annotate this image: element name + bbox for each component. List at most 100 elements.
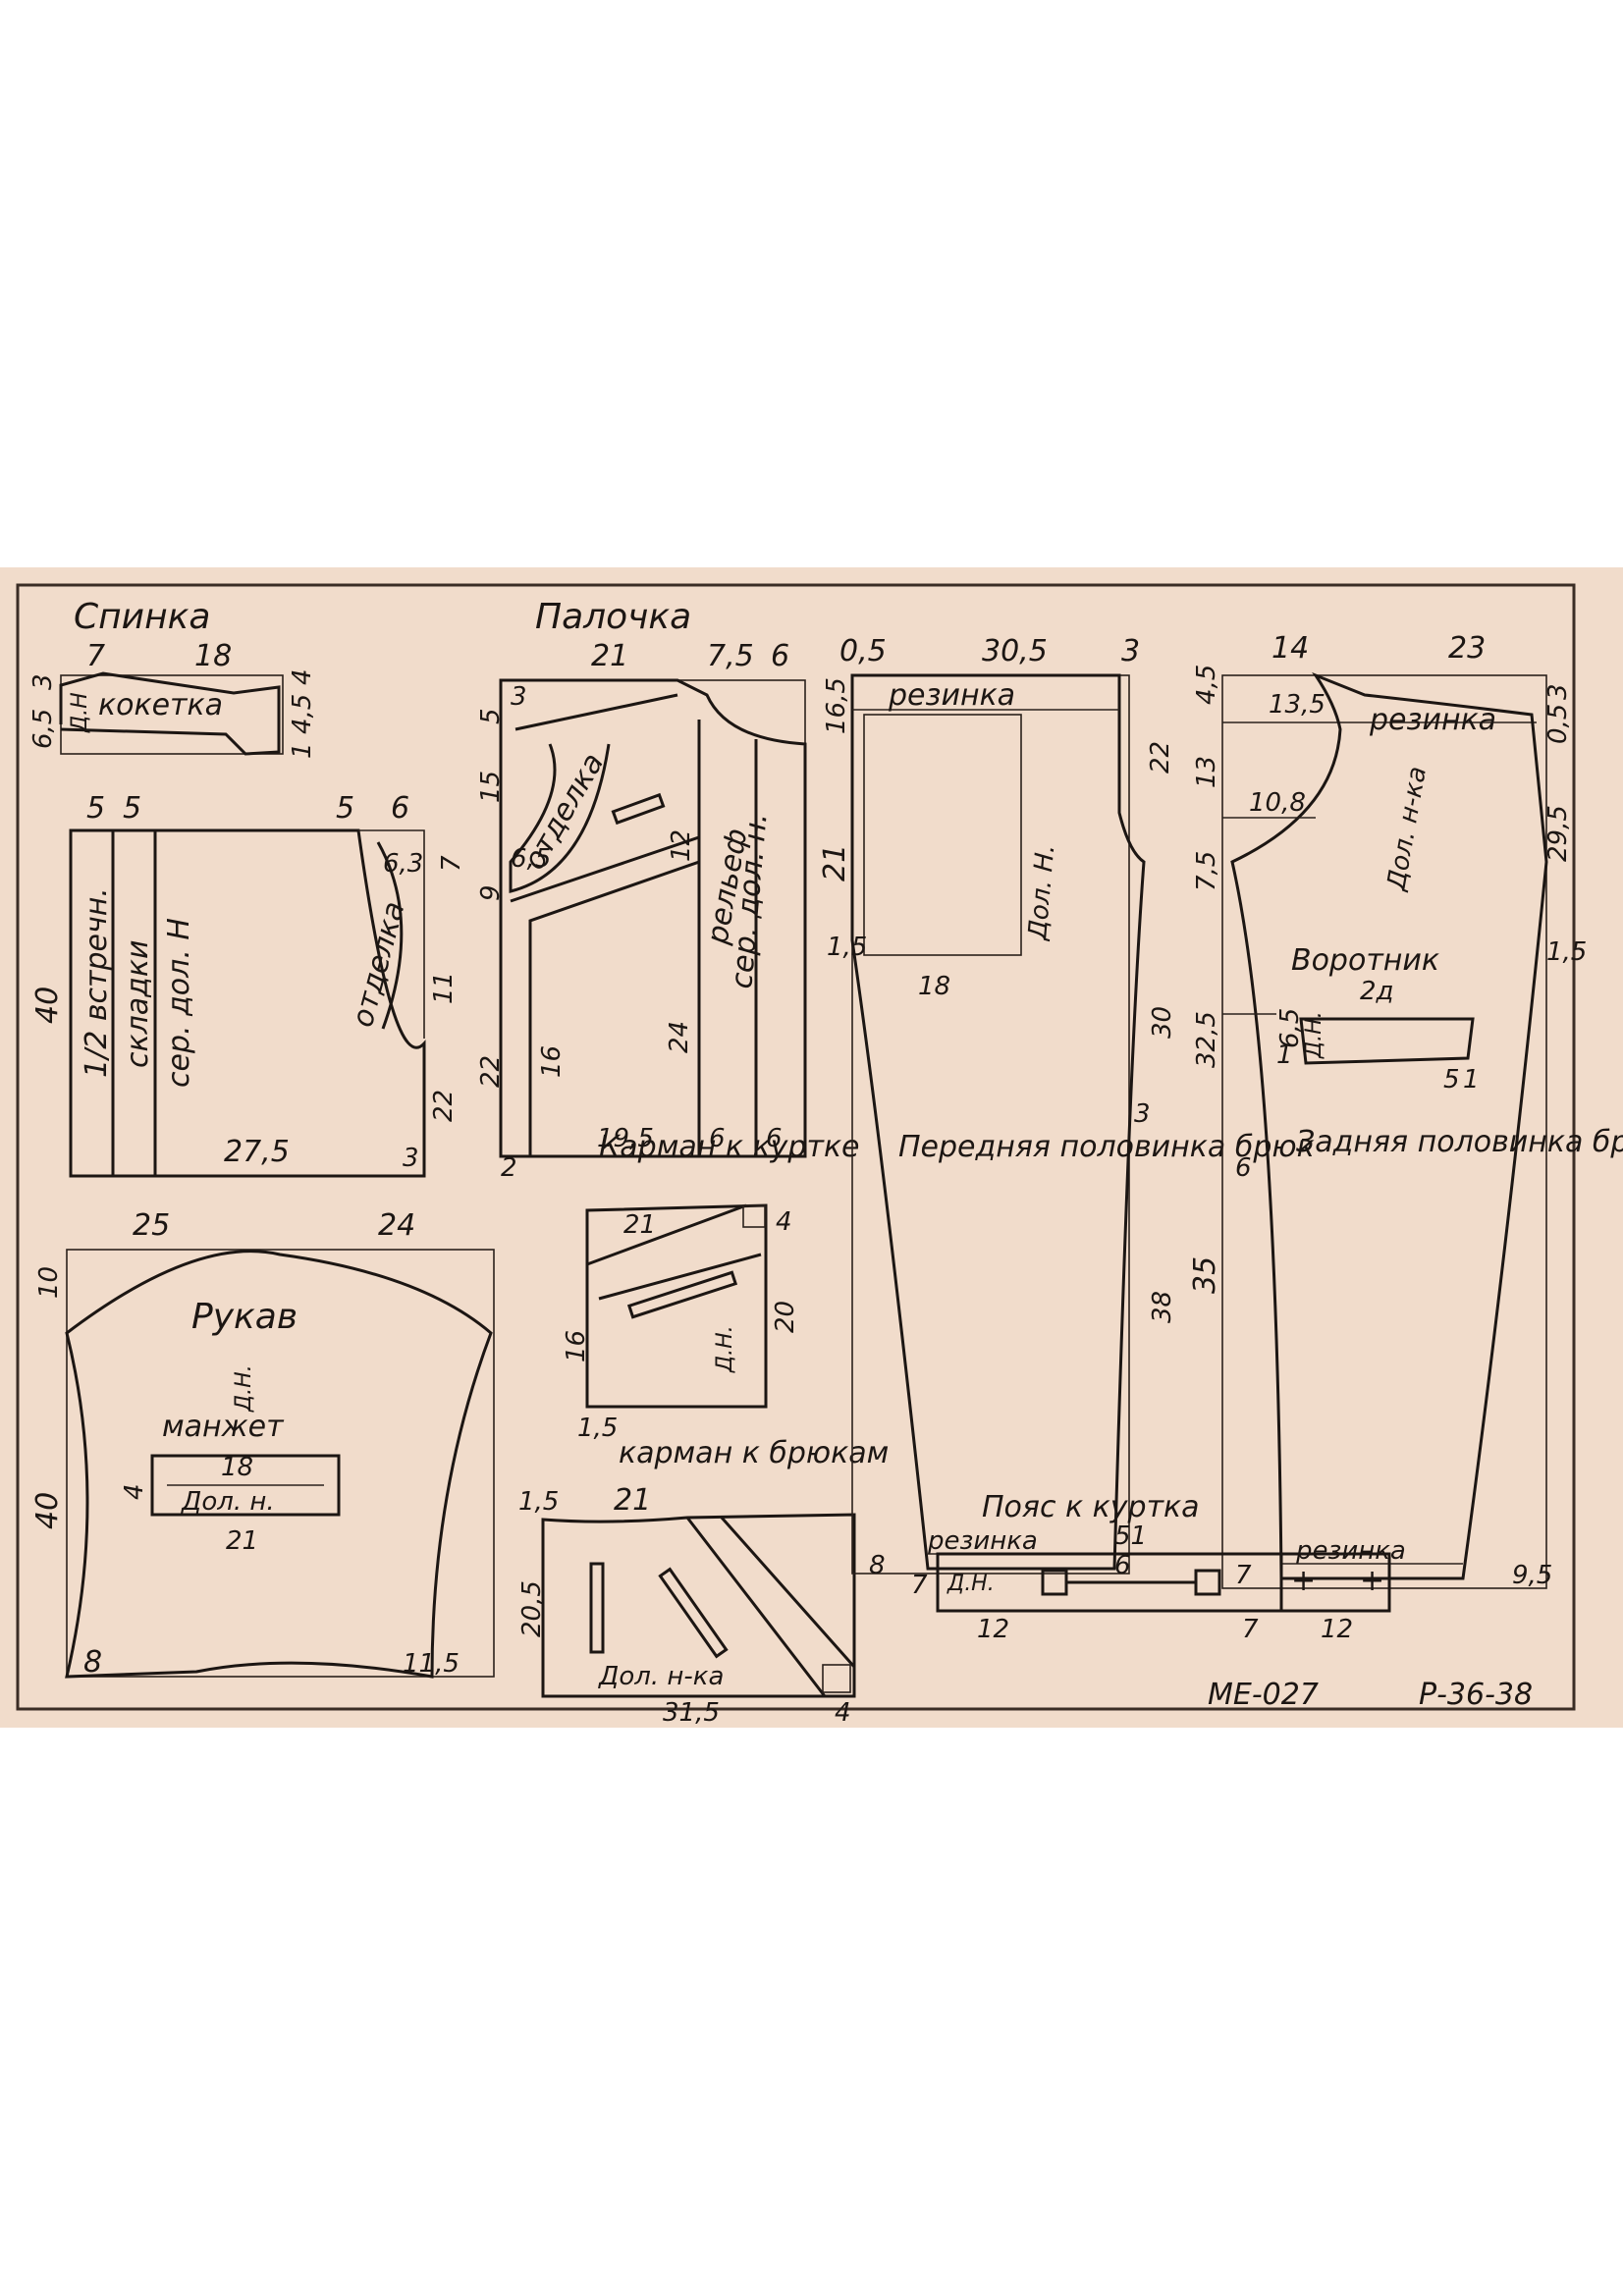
palochka-neck (514, 693, 678, 731)
kaketka-outline (59, 671, 281, 756)
dim: 15 (476, 771, 506, 803)
dim: 4 (288, 668, 317, 685)
karman-bryukam-title: карман к брюкам (619, 1436, 889, 1470)
karman-kurtke-flap (586, 1203, 762, 1301)
back-title: Задняя половинка брюк (1296, 1125, 1623, 1159)
dim: 29,5 (1543, 805, 1573, 862)
sewing-pattern-drawing: Спинка 7 18 кокетка Д.Н 6,5 3 1 4,5 4 5 … (16, 583, 1623, 1728)
pocket-slit (658, 1567, 729, 1659)
kaketka-label: кокетка (98, 688, 223, 722)
dim: 1,5 (827, 933, 867, 962)
dim: 22 (1146, 741, 1175, 774)
dim: 18 (918, 972, 950, 1001)
dim: 13 (1192, 756, 1221, 788)
dim: 4,5 (288, 694, 317, 734)
dim: 7 (1242, 1615, 1259, 1644)
dim: 5 (123, 791, 141, 826)
dol-n-label: Д.Н. (232, 1364, 256, 1413)
dim: 6,5 (511, 844, 551, 874)
dim: 4 (120, 1483, 149, 1500)
vstrech-label: 1/2 встречн. (80, 887, 114, 1078)
spinka-body-outline (69, 828, 426, 1178)
dim: 6 (1235, 1153, 1252, 1183)
front-title: Передняя половинка брюк (898, 1130, 1315, 1164)
dim: 12 (977, 1615, 1009, 1644)
dim: 31,5 (663, 1698, 720, 1728)
front-box (851, 674, 1130, 1575)
palochka-relef (697, 720, 758, 1156)
dim: 21 (226, 1526, 258, 1556)
dol-n-label: Д.Н. (947, 1572, 995, 1596)
dim: 1 (1463, 1065, 1480, 1095)
pocket-slit (589, 1562, 605, 1654)
dim: 1,5 (518, 1487, 559, 1517)
back-box (1221, 674, 1547, 1589)
dim: 3 (511, 682, 527, 712)
dim: 3 (1121, 634, 1140, 668)
dim: 27,5 (224, 1135, 290, 1169)
dim: 21 (591, 639, 628, 673)
dim: 5 (336, 791, 354, 826)
palochka-title: Палочка (535, 597, 691, 637)
dim: 3 (1543, 683, 1573, 700)
dim: 13,5 (1269, 690, 1325, 720)
dim: 9 (476, 884, 506, 901)
dim: 7 (1235, 1561, 1252, 1590)
dim: 40 (30, 1492, 65, 1529)
dol-n-label: Дол. Н. (1023, 843, 1060, 941)
buckle-mark (1194, 1569, 1221, 1596)
dim: 7 (86, 639, 105, 673)
dim: 12 (1321, 1615, 1353, 1644)
karman-bryukam-outline (541, 1513, 856, 1698)
dim: 21 (818, 844, 852, 881)
dim: 8 (869, 1551, 886, 1580)
dim: 23 (1448, 631, 1486, 666)
palochka-outline (499, 678, 807, 1158)
manzhet-title: манжет (162, 1410, 285, 1444)
dn-label: Д.Н (68, 692, 92, 733)
dim: 24 (378, 1208, 415, 1243)
dim: 11,5 (403, 1649, 460, 1679)
palochka-yoke (510, 834, 701, 1156)
dim: 4,5 (1192, 665, 1221, 705)
dim: 22 (476, 1055, 506, 1088)
dim: 7,5 (1192, 851, 1221, 891)
dim: 10 (34, 1266, 64, 1299)
dim: 3 (1134, 1099, 1151, 1129)
manzhet-label: Дол. н. (181, 1487, 275, 1517)
dol-n-ka-label: Дол. н-ка (598, 1662, 724, 1691)
dim: 1,5 (577, 1414, 618, 1443)
vorotnik-title: Воротник (1291, 943, 1439, 978)
dim: 6,5 (28, 709, 58, 749)
dim: 16,5 (822, 677, 851, 734)
dol-n-ka-label: Дол. н-ка (1381, 765, 1433, 894)
rukav-outline (65, 1250, 493, 1679)
dim: 16 (537, 1045, 567, 1078)
vorotnik-piece (1299, 1017, 1475, 1065)
dim: 40 (30, 987, 65, 1024)
dim: 3 (28, 673, 58, 690)
palochka-otdelka (509, 743, 611, 893)
dim: 6 (771, 639, 789, 673)
dim: 6,3 (383, 849, 423, 879)
corner-mark (742, 1204, 766, 1228)
dim: 2 (501, 1153, 517, 1183)
rezinka-label: резинка (1295, 1536, 1406, 1566)
ser-dol-label: сер. дол. Н (162, 918, 196, 1088)
dim: 30,5 (982, 634, 1048, 668)
dim: 7 (911, 1571, 928, 1600)
dim: 24 (665, 1021, 694, 1053)
armhole-line (358, 829, 425, 1039)
poyas-piece (936, 1552, 1391, 1613)
dim: 30 (1148, 1006, 1177, 1039)
dol-n-label: Д.Н. (713, 1325, 737, 1373)
spinka-title: Спинка (74, 597, 210, 637)
model-code: МЕ-027 (1208, 1678, 1319, 1712)
dim: 1 (288, 742, 317, 759)
corner-mark (822, 1664, 851, 1693)
dim: 12 (667, 829, 696, 862)
manzhet-piece (150, 1454, 341, 1517)
dim: 21 (614, 1483, 651, 1518)
dim: 7 (437, 855, 466, 872)
rezinka-label: резинка (888, 678, 1015, 713)
